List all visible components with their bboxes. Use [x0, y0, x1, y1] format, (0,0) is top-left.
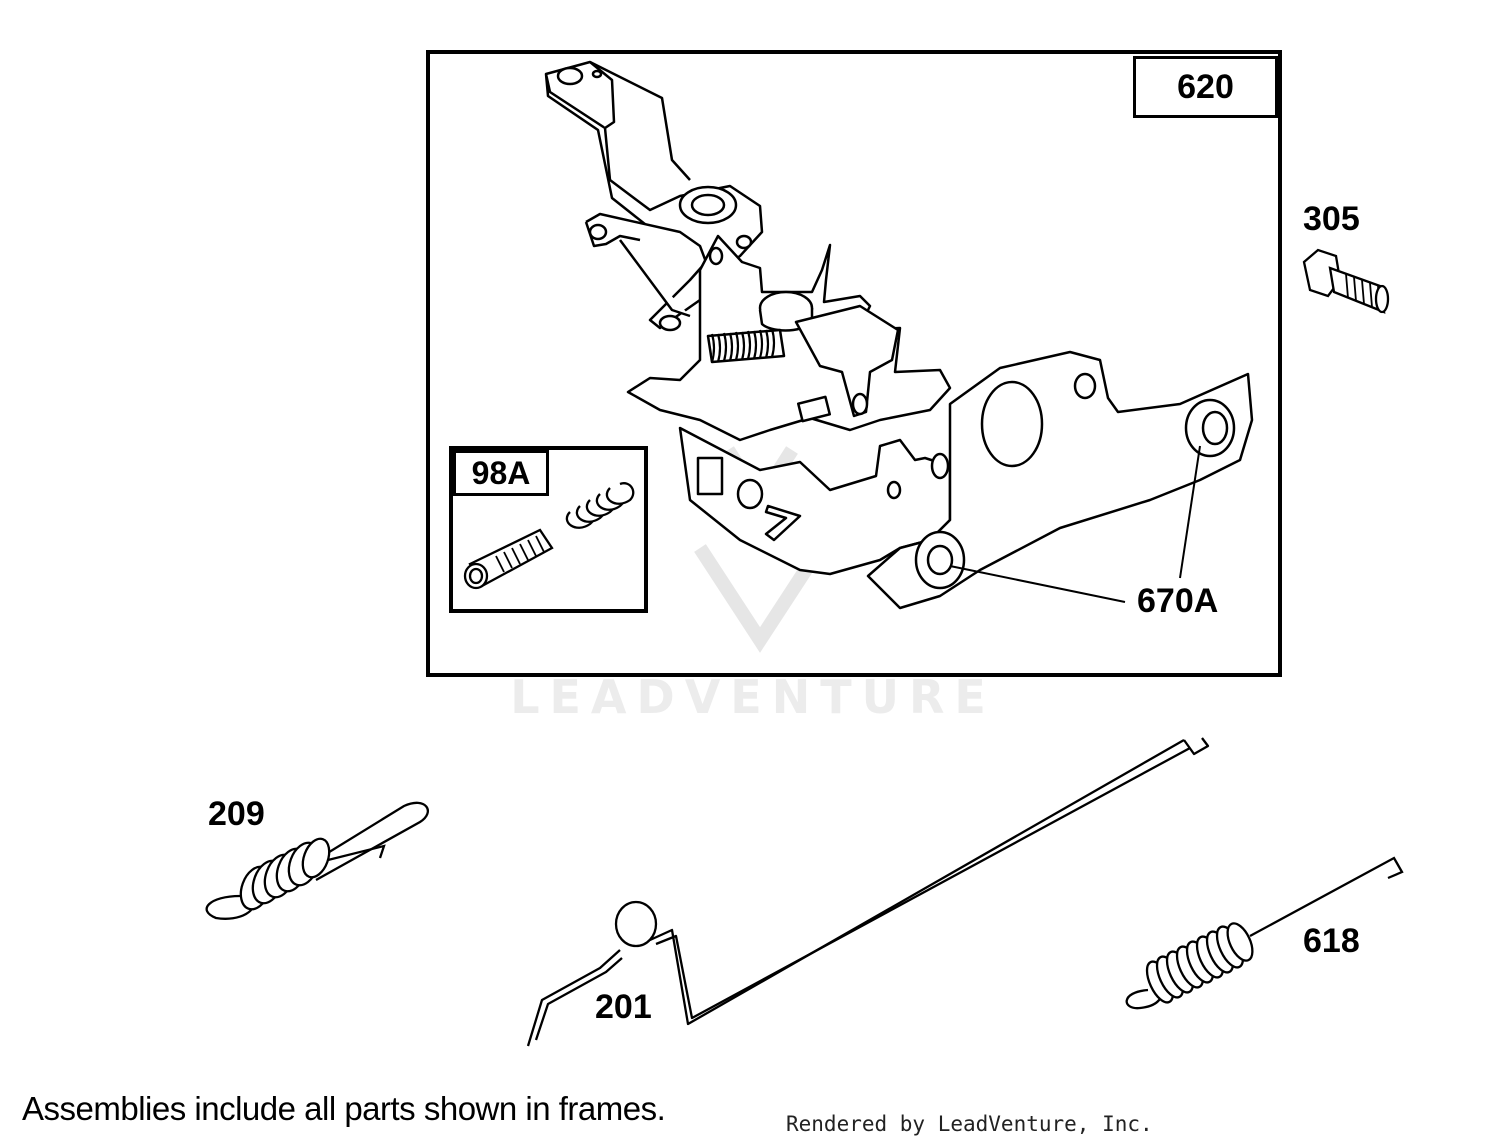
- render-credit: Rendered by LeadVenture, Inc.: [786, 1112, 1153, 1136]
- frame-label-620: 620: [1133, 56, 1278, 118]
- frame-label-98a: 98A: [453, 450, 549, 496]
- governor-control-bracket: [544, 60, 1254, 610]
- kit-98a-parts: [463, 482, 635, 590]
- spring-link-209: [205, 801, 429, 920]
- assembly-frame-620: [426, 50, 1282, 677]
- part-label-305: 305: [1303, 200, 1360, 238]
- part-label-670a: 670A: [1137, 582, 1219, 620]
- watermark-text: LEADVENTURE: [510, 670, 996, 724]
- part-label-201: 201: [595, 988, 652, 1026]
- screw-305: [1302, 248, 1390, 314]
- footnote: Assemblies include all parts shown in fr…: [22, 1090, 666, 1127]
- part-label-209: 209: [208, 795, 265, 833]
- leader-lines-670a: [949, 445, 1201, 603]
- link-rod-201: [526, 737, 1210, 1047]
- extension-spring-618: [1125, 856, 1404, 1010]
- part-label-618: 618: [1303, 922, 1360, 960]
